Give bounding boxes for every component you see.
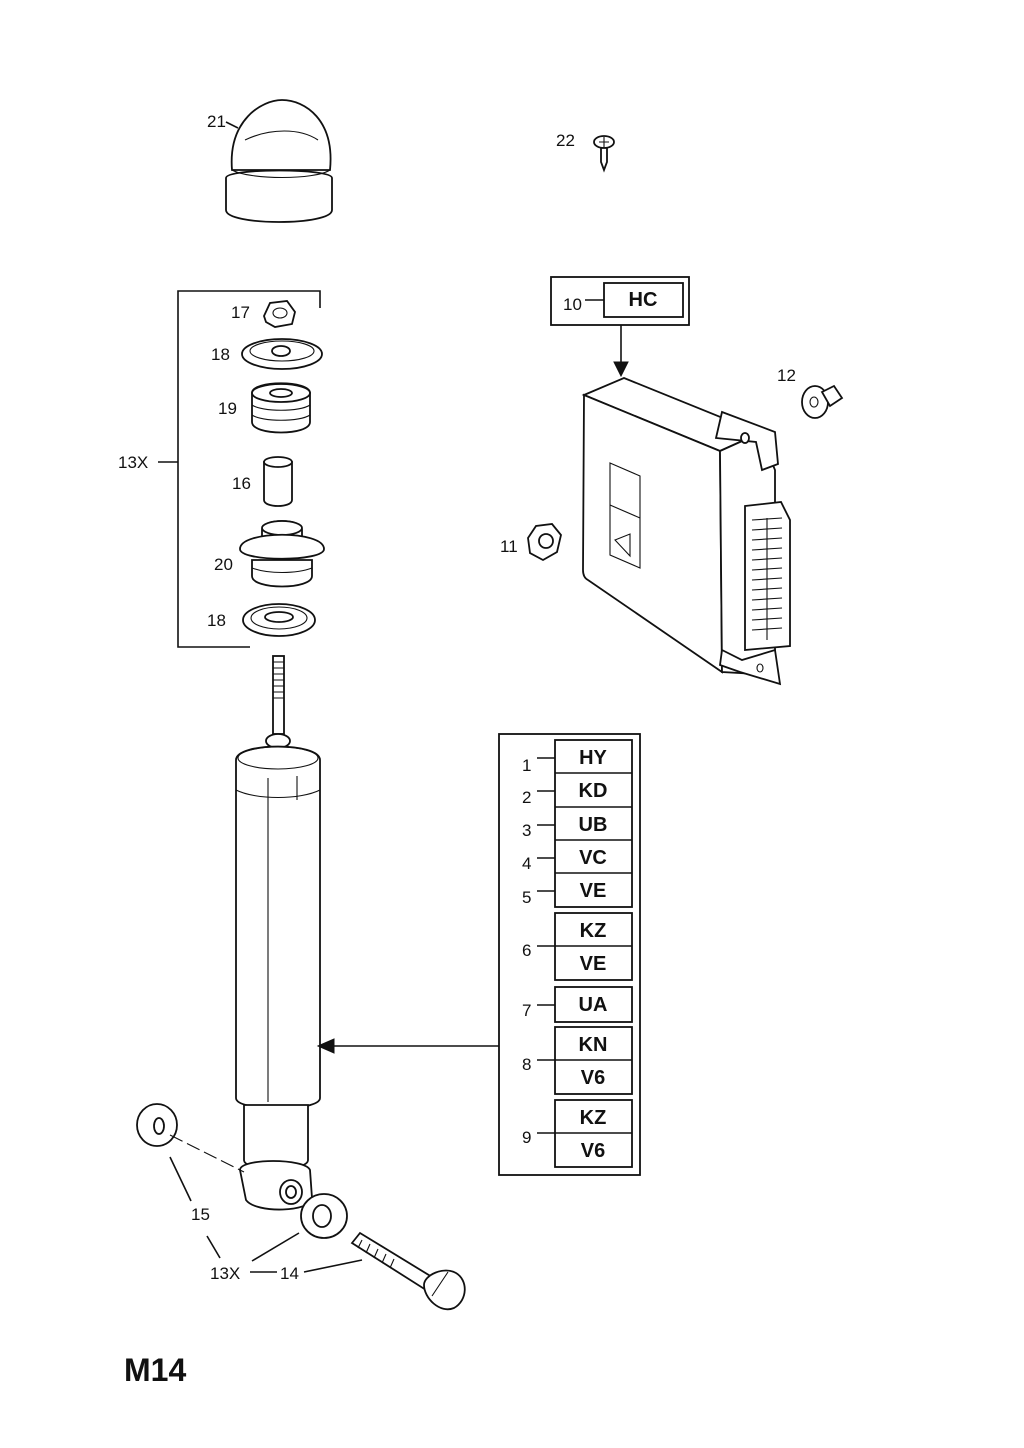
part-13x-shock-absorber <box>235 655 321 1211</box>
variant-7-code: UA <box>579 994 608 1016</box>
variant-6-code-a: KZ <box>580 920 607 942</box>
variant-4-code: VC <box>579 847 607 869</box>
ecu-code-label: HC <box>629 289 658 311</box>
page-identifier: M14 <box>124 1352 186 1388</box>
variant-7-number: 7 <box>522 1001 531 1020</box>
variant-group-1-5 <box>554 739 633 908</box>
part-10-control-unit <box>581 377 791 686</box>
callout-10: 10 <box>563 295 582 314</box>
variant-1-code: HY <box>579 747 607 769</box>
part-18-upper-washer <box>241 338 323 370</box>
variant-group-7 <box>554 986 633 1023</box>
callout-18-lower: 18 <box>207 611 226 630</box>
variant-9-code-b: V6 <box>581 1140 605 1162</box>
part-11-nut <box>527 523 562 562</box>
variant-table: 1 HY 2 KD 3 UB 4 VC 5 VE 6 KZ VE 7 UA 8 … <box>498 733 641 1176</box>
part-18-lower-washer <box>242 603 316 637</box>
variant-4-number: 4 <box>522 854 531 873</box>
variant-8-number: 8 <box>522 1055 531 1074</box>
variant-5-number: 5 <box>522 888 531 907</box>
callout-17: 17 <box>231 303 250 322</box>
part-14-bolt <box>350 1231 466 1311</box>
variant-9-code-a: KZ <box>580 1107 607 1129</box>
part-22-screw <box>593 135 615 173</box>
callout-13x-bottom: 13X <box>210 1264 240 1283</box>
part-20-mount-bush <box>239 520 325 588</box>
callout-12: 12 <box>777 366 796 385</box>
variant-1-number: 1 <box>522 756 531 775</box>
variant-3-number: 3 <box>522 821 531 840</box>
part-15-washer-left <box>136 1103 178 1147</box>
part-15-washer-right <box>300 1193 348 1239</box>
callout-15: 15 <box>191 1205 210 1224</box>
part-21-dust-cap <box>225 99 333 223</box>
callout-14: 14 <box>280 1264 299 1283</box>
variant-8-code-a: KN <box>579 1034 608 1056</box>
ecu-code-box <box>603 282 684 318</box>
callout-16: 16 <box>232 474 251 493</box>
callout-21: 21 <box>207 112 226 131</box>
bracket-13x-top <box>158 290 321 648</box>
callout-19: 19 <box>218 399 237 418</box>
variant-2-number: 2 <box>522 788 531 807</box>
variant-3-code: UB <box>579 814 608 836</box>
part-17-nut <box>263 300 296 328</box>
variant-6-code-b: VE <box>580 953 607 975</box>
variant-5-code: VE <box>580 880 607 902</box>
callout-11: 11 <box>500 537 518 556</box>
variant-8-code-b: V6 <box>581 1067 605 1089</box>
part-19-rubber-bush <box>251 382 311 434</box>
callout-18-upper: 18 <box>211 345 230 364</box>
part-16-spacer-tube <box>263 456 293 507</box>
variant-9-number: 9 <box>522 1128 531 1147</box>
variant-2-code: KD <box>579 780 608 802</box>
part-12-clip <box>801 384 844 419</box>
callout-13x-top: 13X <box>118 453 148 472</box>
variant-6-number: 6 <box>522 941 531 960</box>
callout-22: 22 <box>556 131 575 150</box>
callout-20: 20 <box>214 555 233 574</box>
